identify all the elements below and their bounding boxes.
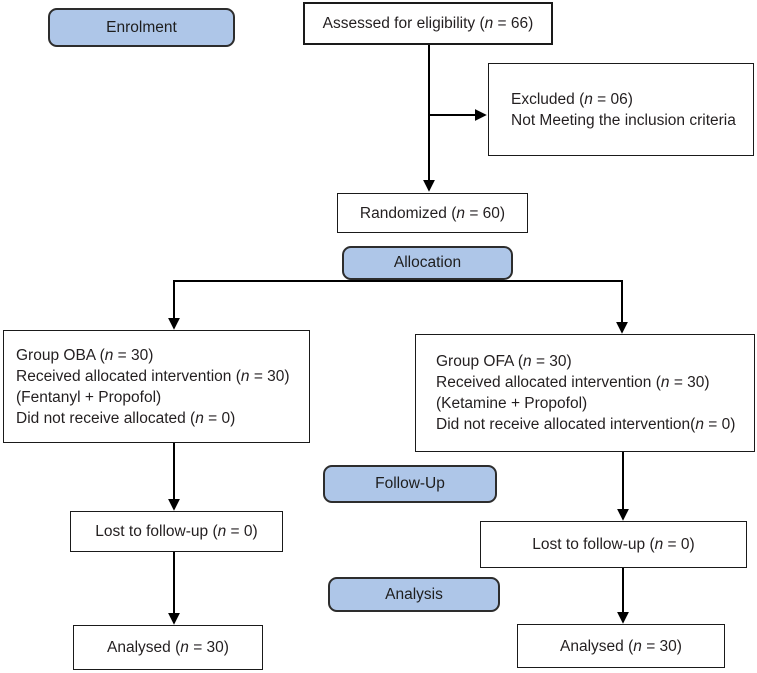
assessed-text: Assessed for eligibility (n = 66) — [322, 15, 534, 32]
analysed-right-text: Analysed (n = 30) — [560, 637, 682, 655]
stage-enrolment-label: Enrolment — [106, 18, 177, 36]
oba-text-line2: Received allocated intervention (n = 30) — [16, 367, 290, 385]
excluded-box: Excluded (n = 06) Not Meeting the inclus… — [488, 63, 754, 156]
oba-text-line3: (Fentanyl + Propofol) — [16, 388, 162, 406]
stage-allocation: Allocation — [342, 246, 513, 280]
stage-allocation-label: Allocation — [393, 254, 462, 271]
analysed-right-box: Analysed (n = 30) — [517, 624, 725, 668]
lost-followup-left-text: Lost to follow-up (n = 0) — [95, 523, 258, 540]
ofa-text-line2: Received allocated intervention (n = 30) — [436, 374, 710, 391]
group-oba-box: Group OBA (n = 30) Received allocated in… — [3, 330, 310, 443]
lost-followup-right-text: Lost to follow-up (n = 0) — [532, 536, 695, 553]
lost-followup-left-box: Lost to follow-up (n = 0) — [70, 511, 283, 552]
stage-analysis-label: Analysis — [385, 585, 443, 603]
stage-followup: Follow-Up — [323, 465, 497, 503]
ofa-text-line1: Group OFA (n = 30) — [436, 353, 572, 370]
randomized-box: Randomized (n = 60) — [337, 193, 528, 233]
stage-enrolment: Enrolment — [48, 8, 235, 47]
stage-followup-label: Follow-Up — [375, 475, 445, 492]
lost-followup-right-box: Lost to follow-up (n = 0) — [480, 521, 747, 568]
randomized-text: Randomized (n = 60) — [359, 204, 506, 222]
group-ofa-box: Group OFA (n = 30) Received allocated in… — [415, 334, 755, 452]
oba-text-line4: Did not receive allocated (n = 0) — [16, 409, 236, 427]
oba-text-line1: Group OBA (n = 30) — [16, 346, 154, 364]
analysed-left-text: Analysed (n = 30) — [107, 639, 229, 656]
assessed-box: Assessed for eligibility (n = 66) — [303, 2, 553, 45]
excluded-text-line1: Excluded (n = 06) — [511, 90, 633, 108]
ofa-text-line3: (Ketamine + Propofol) — [436, 395, 588, 412]
excluded-text-line2: Not Meeting the inclusion criteria — [511, 111, 736, 129]
stage-analysis: Analysis — [328, 577, 500, 612]
analysed-left-box: Analysed (n = 30) — [73, 625, 263, 670]
ofa-text-line4: Did not receive allocated intervention(n… — [436, 416, 736, 433]
